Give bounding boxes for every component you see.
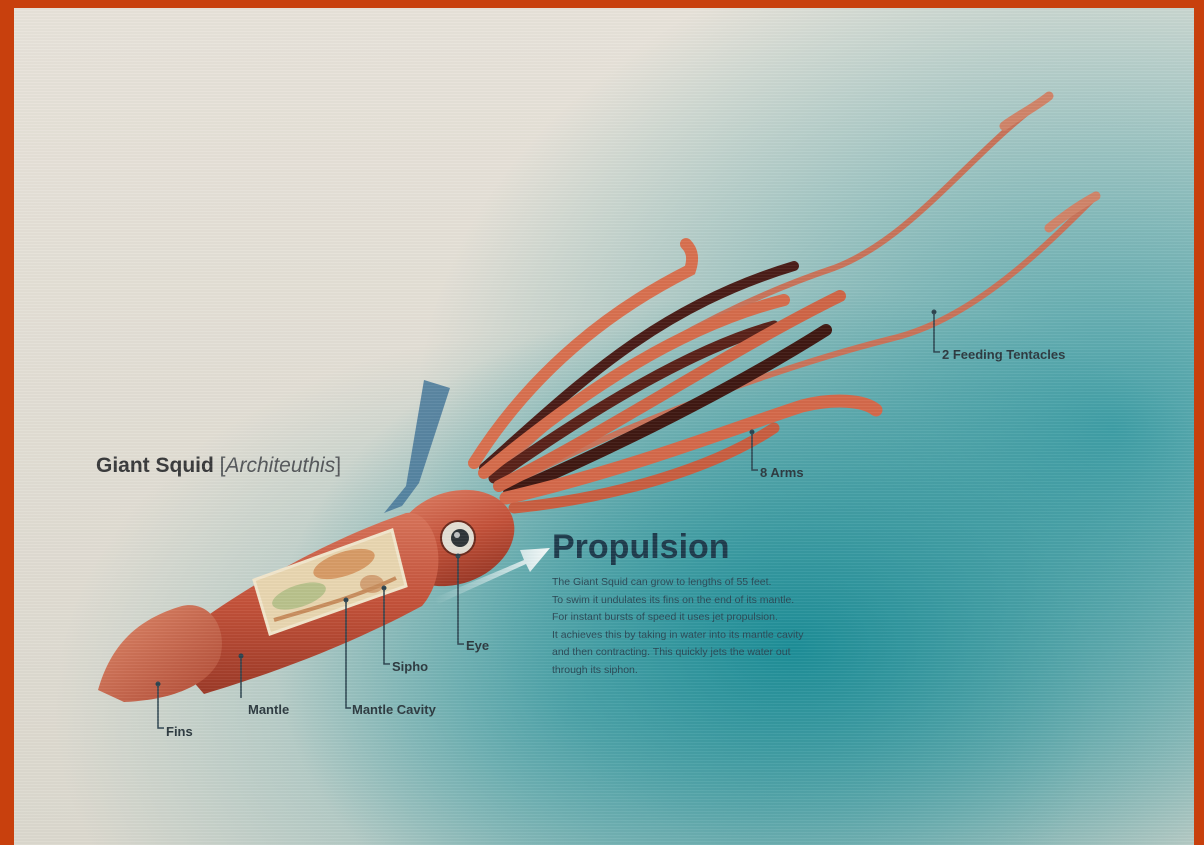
- label-eye: Eye: [466, 638, 489, 653]
- propulsion-line: and then contracting. This quickly jets …: [552, 644, 892, 662]
- propulsion-description: The Giant Squid can grow to lengths of 5…: [552, 574, 892, 679]
- water-flow-arrow-blue: [384, 380, 450, 513]
- propulsion-line: through its siphon.: [552, 662, 892, 680]
- label-mantle: Mantle: [248, 702, 289, 717]
- label-arms: 8 Arms: [760, 465, 804, 480]
- squid-illustration: [14, 8, 1194, 845]
- title-common-name: Giant Squid: [96, 454, 214, 477]
- title-bracket-close: ]: [335, 454, 341, 477]
- label-mantle-cavity: Mantle Cavity: [352, 702, 436, 717]
- propulsion-line: It achieves this by taking in water into…: [552, 627, 892, 645]
- diagram-title: Giant Squid [Architeuthis]: [96, 454, 341, 478]
- label-fins: Fins: [166, 724, 193, 739]
- title-scientific-name: Architeuthis: [226, 454, 336, 477]
- propulsion-heading: Propulsion: [552, 528, 730, 567]
- propulsion-line: For instant bursts of speed it uses jet …: [552, 609, 892, 627]
- label-feeding-tentacles: 2 Feeding Tentacles: [942, 347, 1065, 362]
- propulsion-line: The Giant Squid can grow to lengths of 5…: [552, 574, 892, 592]
- illustration-canvas: Giant Squid [Architeuthis] Fins Mantle M…: [14, 8, 1194, 845]
- propulsion-line: To swim it undulates its fins on the end…: [552, 592, 892, 610]
- label-sipho: Sipho: [392, 659, 428, 674]
- title-bracket-open: [: [214, 454, 226, 477]
